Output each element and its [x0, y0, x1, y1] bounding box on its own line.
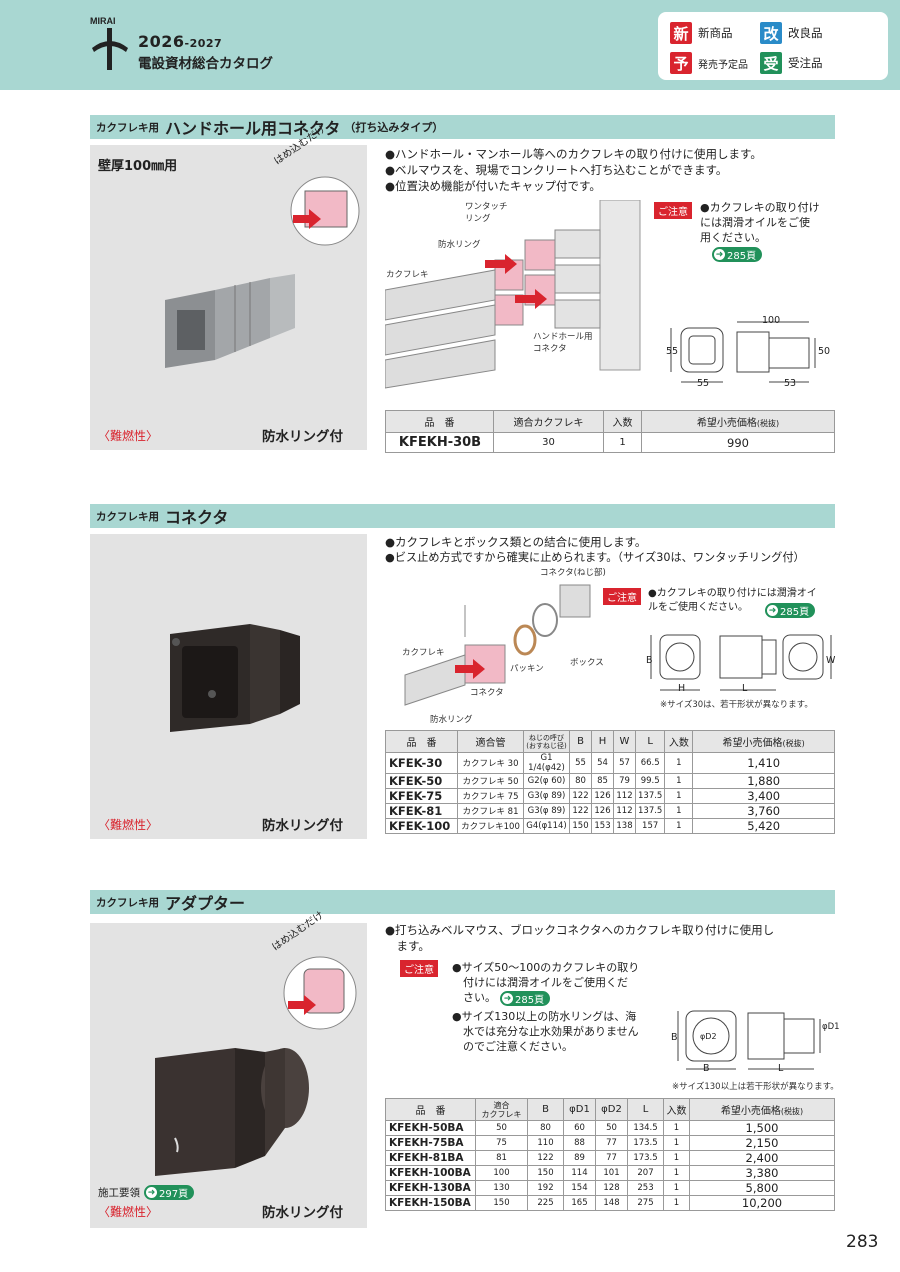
wall-thickness: 壁厚100㎜用	[98, 159, 178, 174]
onetouch-ring-label: ワンタッチリング	[465, 202, 508, 224]
kakuflex-callout: カクフレキ	[386, 270, 429, 280]
table-header-row: 品 番 適合カクフレキ B φD1 φD2 L 入数 希望小売価格(税抜)	[385, 1098, 835, 1121]
caution-tag: ご注意	[654, 202, 692, 219]
legend-box: 新新商品 改改良品 予発売予定品 受受注品	[658, 12, 888, 80]
size-note: ※サイズ130以上は若干形状が異なります。	[672, 1082, 839, 1092]
dim-H: H	[678, 683, 686, 694]
handhole-install-diagram	[385, 200, 641, 389]
waterproof-ring-label: 防水リング付	[262, 1205, 343, 1221]
dim-55-width: 55	[697, 378, 710, 389]
page-number: 283	[846, 1232, 879, 1252]
adapter-spec-table: 品 番 適合カクフレキ B φD1 φD2 L 入数 希望小売価格(税抜) KF…	[385, 1098, 835, 1211]
connector-callout: コネクタ	[470, 688, 504, 698]
handhole-spec-table: 品 番 適合カクフレキ 入数 希望小売価格(税抜) KFEKH-30B 30 1…	[385, 410, 835, 453]
adapter-image	[155, 1048, 309, 1176]
section-bar-handhole: カクフレキ用 ハンドホール用コネクタ （打ち込みタイプ）	[90, 115, 835, 139]
caution-text: ●サイズ50～100のカクフレキの取り 付けには潤滑オイルをご使用くだ さい。 …	[452, 961, 640, 1053]
dim-D1: φD1	[822, 1022, 840, 1032]
logo-text: MIRAI	[90, 16, 116, 26]
dim-D2: φD2	[700, 1032, 717, 1041]
snap-in-circle-icon	[290, 176, 360, 246]
connector-assembly-diagram	[404, 584, 591, 706]
legend-order: 受受注品	[760, 52, 823, 74]
handhole-connector-image	[165, 274, 295, 368]
adapter-dimension-drawing	[677, 1010, 821, 1070]
dim-55-height: 55	[666, 346, 679, 357]
waterproof-ring-label: 防水リング付	[262, 429, 343, 445]
dim-L: L	[778, 1063, 784, 1074]
page-ref-297[interactable]: ➜297頁	[144, 1185, 195, 1200]
handhole-dimension-drawing	[670, 321, 816, 383]
snap-in-circle-icon	[283, 956, 357, 1030]
page-ref-285[interactable]: ➜285頁	[712, 247, 763, 262]
size-note: ※サイズ30は、若干形状が異なります。	[660, 700, 813, 710]
handhole-connector-callout: ハンドホール用コネクタ	[533, 332, 593, 354]
legend-new: 新新商品	[670, 22, 733, 44]
flame-retardant-label: 〈難燃性〉	[98, 1205, 159, 1219]
page-ref-285[interactable]: ➜285頁	[500, 991, 551, 1006]
dim-W: W	[826, 655, 836, 666]
connector-spec-table: 品 番 適合管 ねじの呼び(おすねじ径) B H W L 入数 希望小売価格(税…	[385, 730, 835, 834]
dim-L: L	[742, 683, 748, 694]
catalog-year: 2026-2027	[138, 32, 223, 51]
install-guide: 施工要領 ➜297頁	[98, 1185, 195, 1200]
flame-retardant-label: 〈難燃性〉	[98, 429, 159, 443]
product-photo-connector: 〈難燃性〉 防水リング付	[90, 534, 367, 839]
box-callout: ボックス	[570, 658, 604, 668]
dim-100: 100	[762, 315, 781, 326]
mirai-logo-icon: MIRAI	[90, 16, 128, 70]
legend-improved: 改改良品	[760, 22, 823, 44]
connector-bullets: ●カクフレキとボックス類との結合に使用します。 ●ビス止め方式ですから確実に止め…	[385, 535, 805, 564]
catalog-title: 電設資材総合カタログ	[138, 56, 273, 72]
waterproof-ring-callout: 防水リング	[430, 715, 473, 725]
caution-text: ●カクフレキの取り付け には潤滑オイルをご使 用ください。	[700, 201, 820, 244]
product-photo-adapter: はめ込むだけ 施工要領 ➜297頁 〈難燃性〉 防水リング付	[90, 910, 367, 1228]
handhole-bullets: ●ハンドホール・マンホール等へのカクフレキの取り付けに使用します。 ●ベルマウス…	[385, 147, 762, 193]
dim-B: B	[646, 655, 653, 666]
table-header-row: 品 番 適合管 ねじの呼び(おすねじ径) B H W L 入数 希望小売価格(税…	[385, 730, 835, 753]
caution-text: ●カクフレキの取り付けには潤滑オイ ルをご使用ください。	[648, 588, 817, 613]
connector-image	[170, 624, 300, 732]
caution-tag: ご注意	[603, 588, 641, 605]
adapter-bullets: ●打ち込みベルマウス、ブロックコネクタへのカクフレキ取り付けに使用し ます。	[385, 923, 775, 953]
table-row: KFEKH-30B 30 1 990	[385, 432, 835, 453]
dim-50: 50	[818, 346, 831, 357]
packing-callout: パッキン	[510, 664, 544, 674]
product-photo-handhole: 壁厚100㎜用 はめ込むだけ 〈難燃性〉 防水リング付	[90, 124, 367, 450]
page-ref-285[interactable]: ➜285頁	[765, 603, 816, 618]
connector-thread-callout: コネクタ(ねじ部)	[540, 568, 606, 578]
caution-tag: ご注意	[400, 960, 438, 977]
dim-B-horizontal: B	[703, 1063, 710, 1074]
waterproof-ring-label: 防水リング付	[262, 818, 343, 834]
catalog-header: MIRAI 2026-2027 電設資材総合カタログ 新新商品 改改良品 予発売…	[0, 0, 900, 90]
legend-planned: 予発売予定品	[670, 52, 748, 74]
section-bar-connector: カクフレキ用 コネクタ	[90, 504, 835, 528]
section-bar-adapter: カクフレキ用 アダプター	[90, 890, 835, 914]
waterproof-ring-callout: 防水リング	[438, 240, 481, 250]
dim-B-vertical: B	[671, 1032, 678, 1043]
connector-dimension-drawing	[650, 634, 832, 691]
table-header-row: 品 番 適合カクフレキ 入数 希望小売価格(税抜)	[385, 410, 835, 433]
flame-retardant-label: 〈難燃性〉	[98, 818, 159, 832]
kakuflex-callout: カクフレキ	[402, 648, 445, 658]
dim-53: 53	[784, 378, 797, 389]
